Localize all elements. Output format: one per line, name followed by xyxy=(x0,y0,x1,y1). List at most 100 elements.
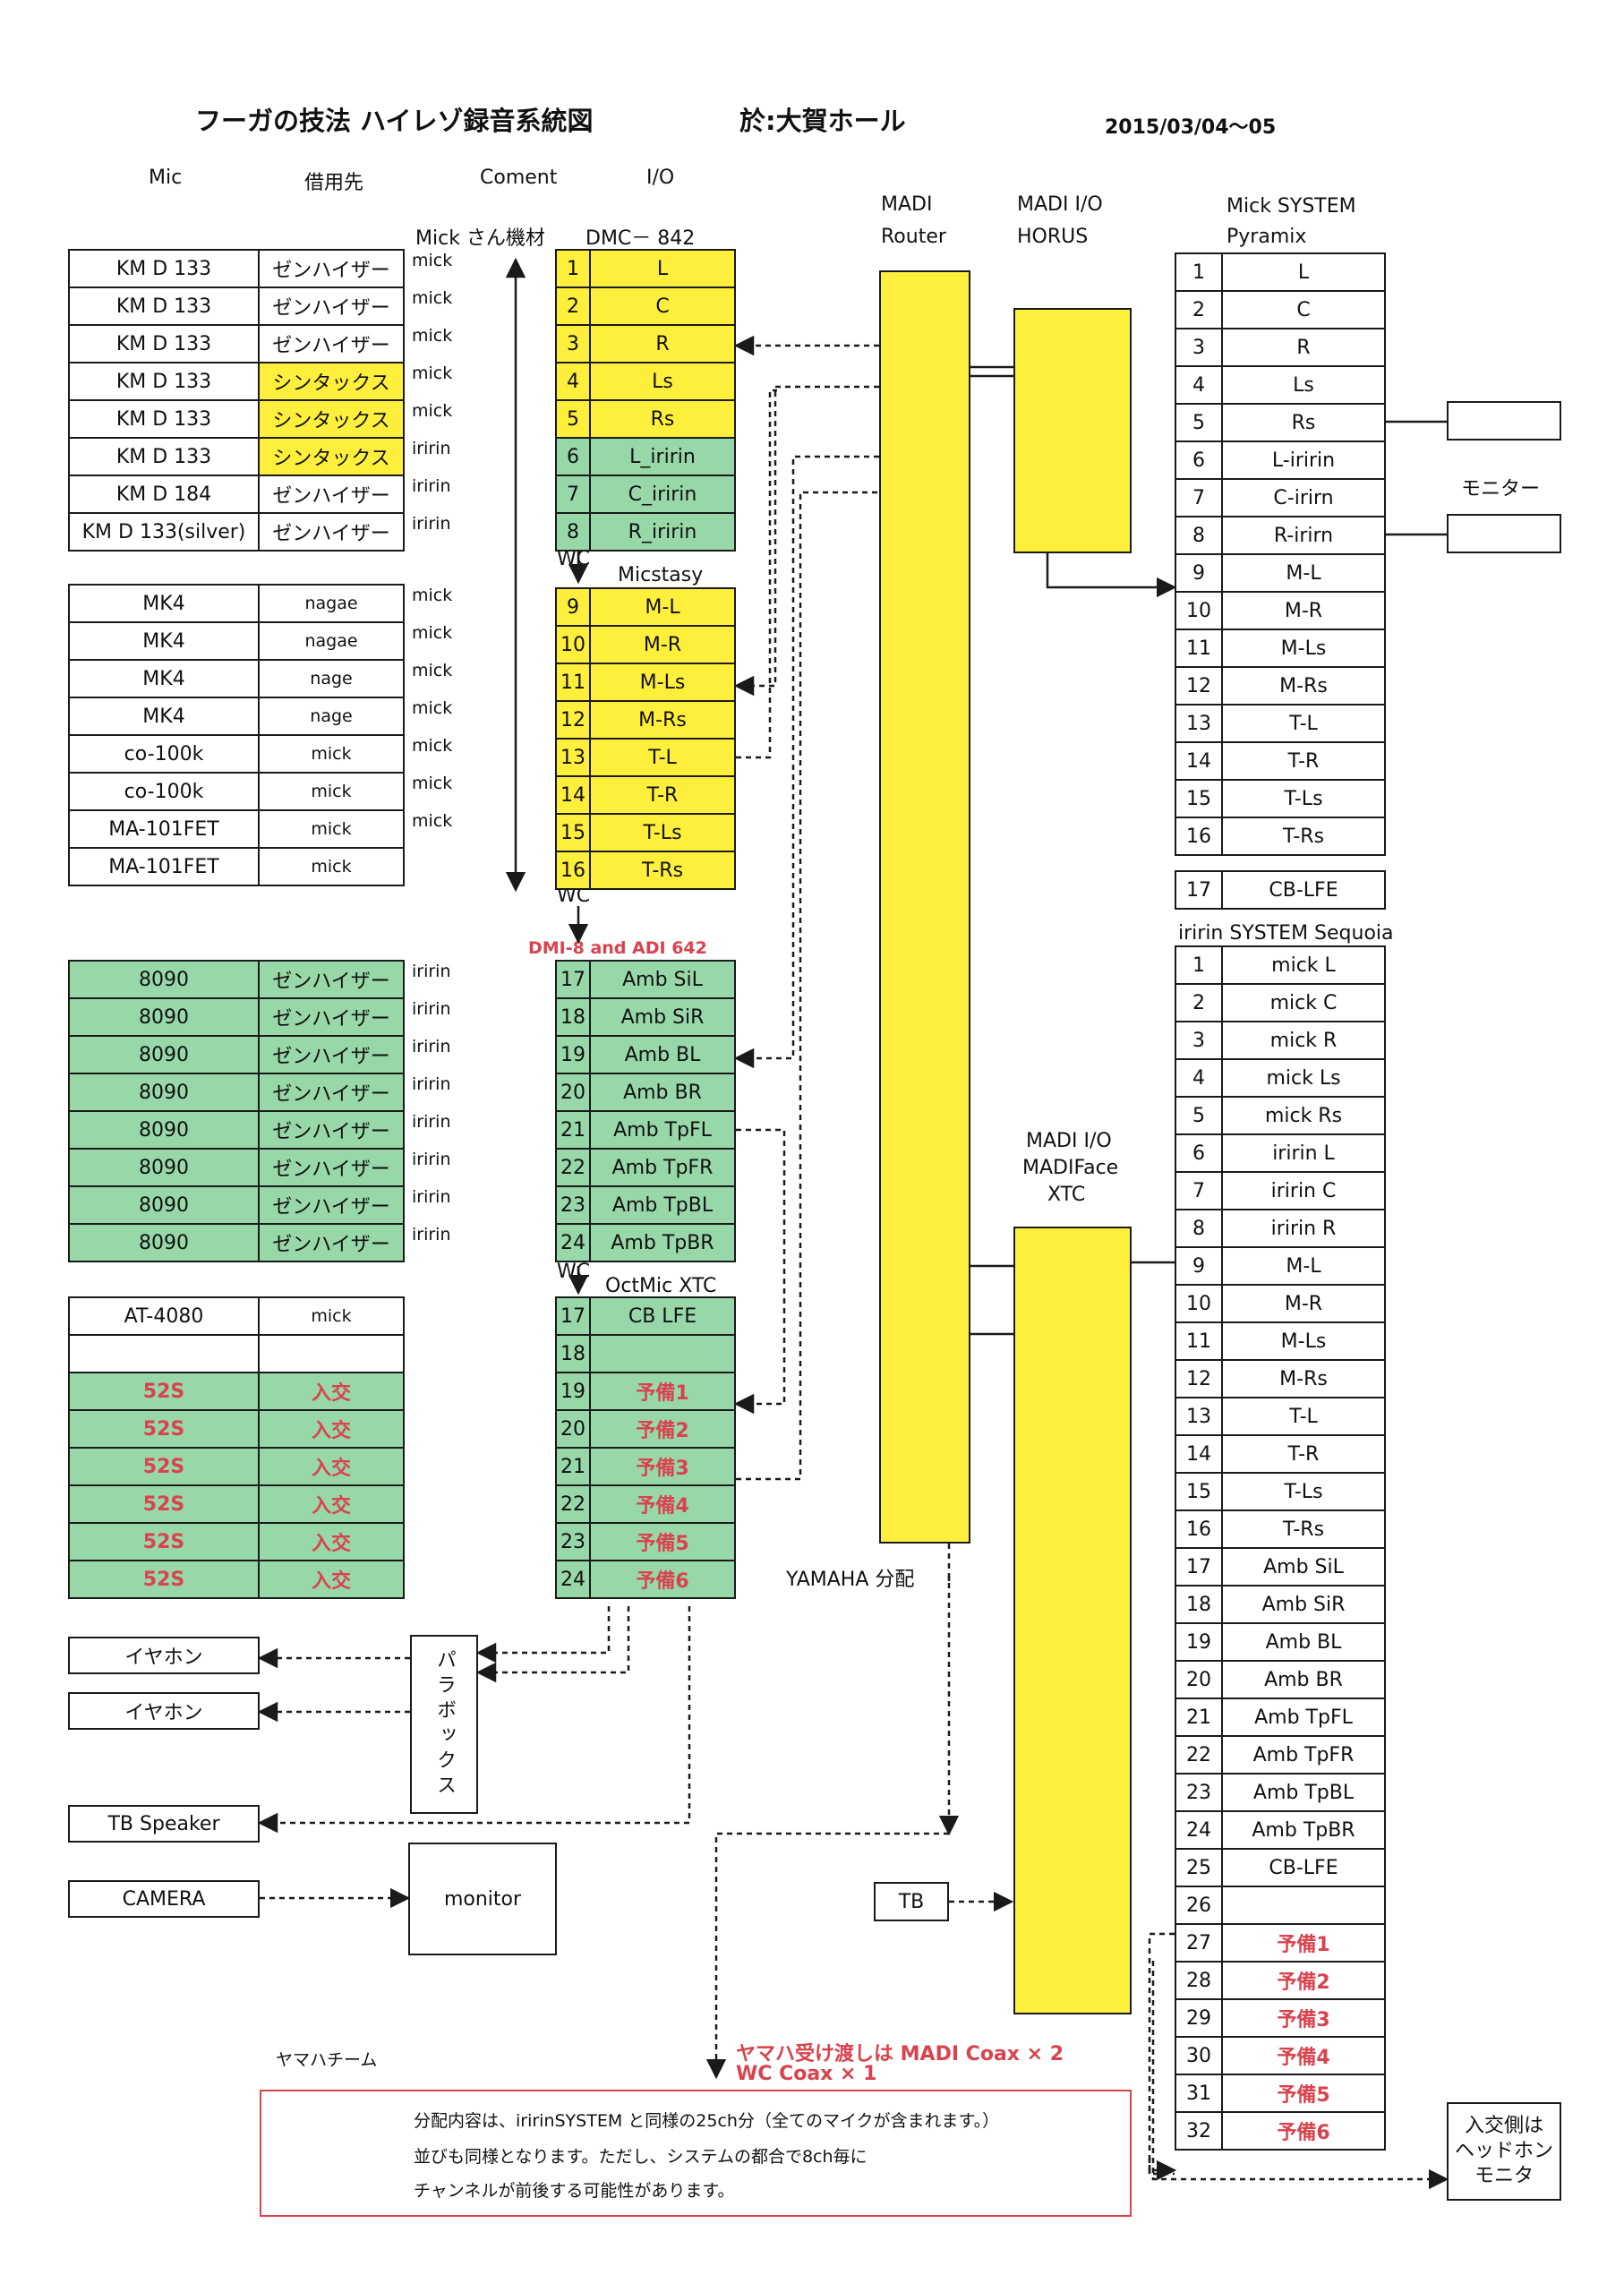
io-channel-number: 21 xyxy=(555,1110,591,1150)
mick-channel-number: 15 xyxy=(1175,779,1223,818)
io-channel-name: 予備3 xyxy=(589,1447,736,1486)
io-channel-number: 20 xyxy=(555,1073,591,1112)
iririn-channel-number: 4 xyxy=(1175,1058,1223,1098)
lender-cell: mick xyxy=(258,847,405,886)
router-return xyxy=(733,455,879,1069)
comment-label: mick xyxy=(412,363,453,383)
iririn-channel-name: T-L xyxy=(1221,1397,1386,1436)
madiface-arrow xyxy=(1148,1932,1177,2181)
io-channel-name: T-R xyxy=(589,775,736,815)
comment-label: mick xyxy=(412,401,453,421)
tb-box: TB xyxy=(874,1882,949,1921)
io-channel-name: Amb TpBL xyxy=(589,1185,736,1225)
dmc-label: DMC－ 842 xyxy=(585,227,696,250)
iririn-channel-number: 16 xyxy=(1175,1509,1223,1549)
iririn-channel-name: 予備4 xyxy=(1221,2036,1386,2075)
lender-cell: mick xyxy=(258,1296,405,1336)
iririn-channel-number: 31 xyxy=(1175,2074,1223,2113)
mick-channel-name: CB-LFE xyxy=(1221,870,1386,910)
mic-name-cell: 52S xyxy=(68,1372,260,1411)
iririn-channel-number: 26 xyxy=(1175,1886,1223,1925)
io-channel-number: 18 xyxy=(555,1334,591,1373)
io-channel-name: L_iririn xyxy=(589,437,736,476)
mick-channel-number: 9 xyxy=(1175,553,1223,593)
io-channel-number: 11 xyxy=(555,663,591,702)
distribution-notes-box: 分配内容は、iririnSYSTEM と同様の25ch分（全てのマイクが含まれま… xyxy=(260,2090,1132,2217)
io-to-router xyxy=(736,491,879,1481)
comment-label: mick xyxy=(412,623,453,643)
io-channel-name: Ls xyxy=(589,362,736,401)
tb-speaker-box: TB Speaker xyxy=(68,1805,260,1843)
io-channel-name: 予備6 xyxy=(589,1560,736,1599)
router-return xyxy=(733,385,879,697)
comment-label: mick xyxy=(412,586,453,605)
io-channel-number: 14 xyxy=(555,775,591,815)
mick-gear-label: Mick さん機材 xyxy=(415,227,545,250)
mick-channel-number: 4 xyxy=(1175,365,1223,405)
madiface-label-3: XTC xyxy=(1047,1184,1086,1206)
iririn-channel-name: Amb TpFL xyxy=(1221,1698,1386,1737)
iririn-channel-name: M-R xyxy=(1221,1284,1386,1323)
iririn-channel-number: 25 xyxy=(1175,1848,1223,1887)
mick-system-label-2: Pyramix xyxy=(1227,226,1307,248)
io-channel-name: M-Ls xyxy=(589,663,736,702)
mick-channel-number: 5 xyxy=(1175,403,1223,442)
yamaha-feed xyxy=(714,1832,949,1857)
mic-name-cell: KM D 133 xyxy=(68,399,260,439)
monitor-device-box: monitor xyxy=(408,1843,557,1955)
iririn-channel-name: 予備6 xyxy=(1221,2111,1386,2151)
octmic-to-parabox xyxy=(475,1606,630,1683)
lender-cell: nage xyxy=(258,659,405,698)
lender-cell: ゼンハイザー xyxy=(258,324,405,363)
io-channel-number: 15 xyxy=(555,813,591,852)
lender-cell: ゼンハイザー xyxy=(258,249,405,288)
lender-cell: ゼンハイザー xyxy=(258,1185,405,1225)
madiface-label-1: MADI I/O xyxy=(1026,1130,1112,1152)
mic-name-cell: 52S xyxy=(68,1484,260,1524)
mic-name-cell: MK4 xyxy=(68,659,260,698)
madi-router-label-1: MADI xyxy=(881,193,933,216)
lender-cell: ゼンハイザー xyxy=(258,997,405,1037)
io-channel-number: 22 xyxy=(555,1484,591,1524)
iririn-channel-number: 22 xyxy=(1175,1735,1223,1775)
mick-channel-number: 10 xyxy=(1175,591,1223,630)
io-channel-name: CB LFE xyxy=(589,1296,736,1336)
mick-system-label-1: Mick SYSTEM xyxy=(1227,195,1356,218)
mick-channel-name: T-Ls xyxy=(1221,779,1386,818)
lender-cell: 入交 xyxy=(258,1372,405,1411)
madiface-label-2: MADIFace xyxy=(1022,1157,1119,1179)
mic-name-cell: 8090 xyxy=(68,1148,260,1187)
io-channel-name: C xyxy=(589,286,736,326)
octmic-label: OctMic XTC xyxy=(605,1275,717,1297)
iririn-channel-number: 13 xyxy=(1175,1397,1223,1436)
lender-cell: ゼンハイザー xyxy=(258,286,405,326)
note-line: チャンネルが前後する可能性があります。 xyxy=(414,2181,735,2201)
comment-label: iririn xyxy=(412,514,451,534)
io-channel-name xyxy=(589,1334,736,1373)
header-mic: Mic xyxy=(149,167,183,189)
iririn-channel-number: 12 xyxy=(1175,1359,1223,1398)
diagram-title: フーガの技法 ハイレゾ録音系統図 xyxy=(195,106,594,136)
monitor-output-box xyxy=(1447,514,1561,553)
mic-name-cell: 52S xyxy=(68,1409,260,1449)
io-channel-name: R_iririn xyxy=(589,512,736,552)
io-channel-name: Amb TpBR xyxy=(589,1223,736,1262)
comment-label: mick xyxy=(412,661,453,680)
lender-cell: ゼンハイザー xyxy=(258,1223,405,1262)
lender-cell: nagae xyxy=(258,584,405,623)
mic-name-cell: KM D 133(silver) xyxy=(68,512,260,552)
iririn-channel-number: 29 xyxy=(1175,1998,1223,2038)
io-channel-name: T-Ls xyxy=(589,813,736,852)
lender-cell: ゼンハイザー xyxy=(258,512,405,552)
mic-name-cell: KM D 133 xyxy=(68,324,260,363)
iririn-channel-name: mick L xyxy=(1221,945,1386,985)
io-channel-number: 5 xyxy=(555,399,591,439)
octmic-to-tb-speaker xyxy=(257,1606,691,1834)
comment-label: iririn xyxy=(412,1074,451,1094)
mic-name-cell: KM D 184 xyxy=(68,475,260,514)
earphone-box: イヤホン xyxy=(68,1637,260,1674)
comment-label: mick xyxy=(412,736,453,756)
io-channel-name: 予備5 xyxy=(589,1522,736,1561)
iririn-channel-name: Amb SiR xyxy=(1221,1585,1386,1624)
